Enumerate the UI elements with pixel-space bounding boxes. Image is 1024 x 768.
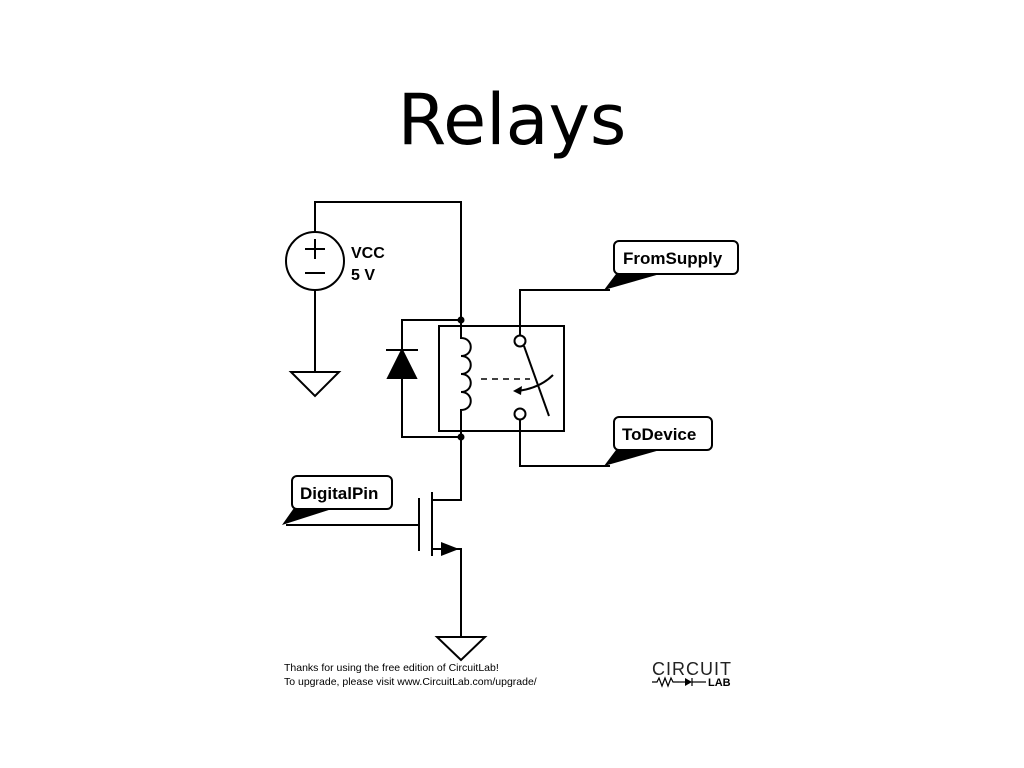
- wire-vcc-top: [314, 201, 462, 320]
- junction-dot-top: [457, 316, 465, 324]
- circuitlab-logo: CIRCUIT LAB: [652, 659, 732, 689]
- logo-top-text: CIRCUIT: [652, 659, 732, 679]
- from-supply-label: FromSupply: [623, 249, 723, 268]
- wire-from-supply: [519, 289, 610, 335]
- mosfet-transistor: [418, 492, 433, 556]
- relay-body: [438, 325, 565, 432]
- slide-title: Relays: [397, 79, 627, 161]
- relay-coil: [460, 320, 472, 437]
- digital-pin-label: DigitalPin: [300, 484, 378, 503]
- switch-motion-arc: [517, 374, 554, 392]
- contact-bottom: [513, 407, 527, 421]
- net-label-to-device: ToDevice: [604, 416, 713, 466]
- footer-line-2: To upgrade, please visit www.CircuitLab.…: [284, 676, 537, 688]
- ground-symbol-left: [288, 371, 342, 398]
- wire-to-device: [519, 420, 610, 467]
- switch-arrow-icon: [513, 386, 522, 395]
- logo-bottom-text: LAB: [708, 677, 731, 689]
- wire-source: [433, 548, 462, 637]
- logo-diode-icon: [685, 678, 692, 686]
- net-label-digital-pin: DigitalPin: [282, 475, 393, 525]
- net-label-from-supply: FromSupply: [604, 240, 739, 290]
- ground-symbol-bottom: [434, 636, 488, 662]
- contact-top: [513, 334, 527, 348]
- flyback-diode: [386, 347, 418, 379]
- relay-switch-arm: [523, 345, 550, 417]
- vcc-name-label: VCC: [351, 245, 385, 262]
- footer-line-1: Thanks for using the free edition of Cir…: [284, 662, 499, 674]
- wire-drain: [433, 437, 462, 501]
- vcc-value-label: 5 V: [351, 267, 375, 284]
- vcc-source: [285, 231, 345, 291]
- logo-resistor-icon: [652, 676, 679, 688]
- to-device-label: ToDevice: [622, 425, 696, 444]
- mosfet-arrow-icon: [441, 542, 459, 556]
